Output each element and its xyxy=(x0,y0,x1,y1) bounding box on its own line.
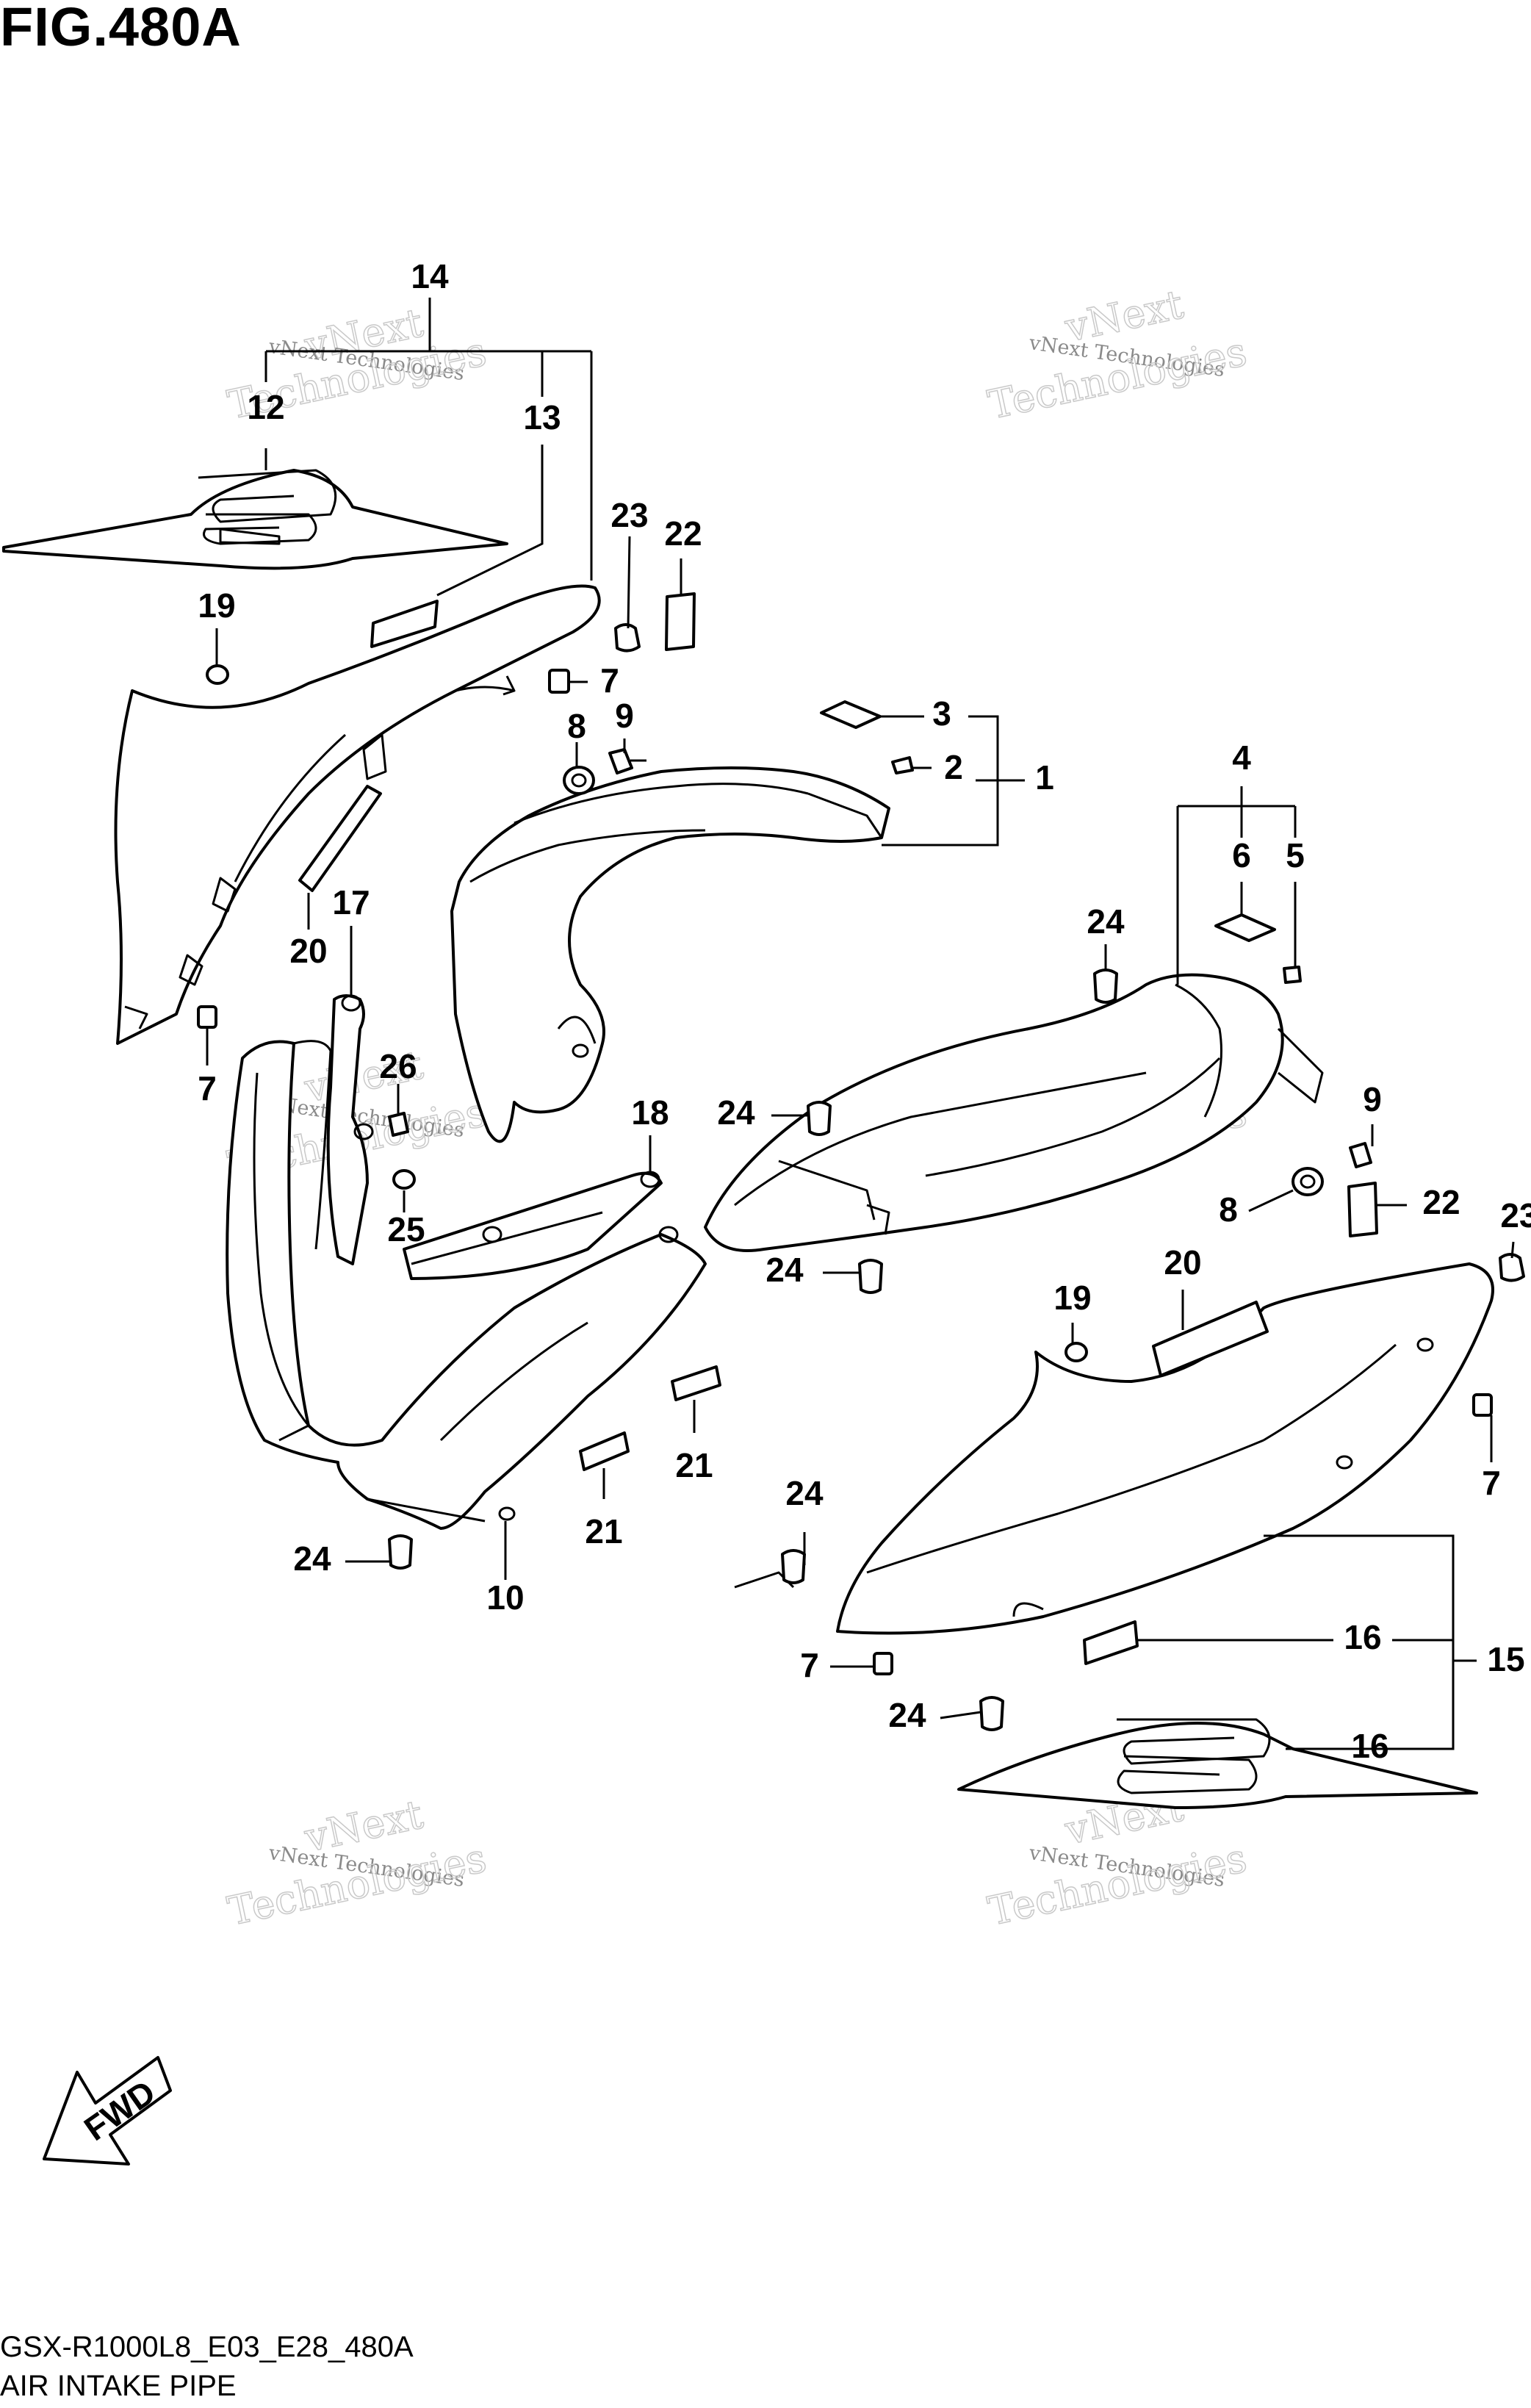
left-bracket xyxy=(326,994,374,1265)
callout-16: 16 xyxy=(1344,1618,1381,1656)
callout-10: 10 xyxy=(486,1578,524,1617)
callout-24-lower-left: 24 xyxy=(293,1539,331,1578)
callout-18: 18 xyxy=(631,1093,669,1132)
callouts: 14 12 13 23 22 19 7 8 9 3 2 1 4 6 5 17 2… xyxy=(198,257,1531,1765)
callout-23-upper: 23 xyxy=(610,496,648,534)
callout-20-upper: 20 xyxy=(289,932,327,970)
callout-6: 6 xyxy=(1232,836,1251,874)
callout-7-upper: 7 xyxy=(600,661,619,700)
callout-11: 14 xyxy=(411,257,449,295)
watermark-top-right: vNext vNext Technologies Technologies xyxy=(984,281,1251,429)
callout-24-right-upper: 24 xyxy=(1087,902,1125,941)
callout-19-upper: 19 xyxy=(198,586,235,625)
air-intake-pipe xyxy=(450,766,890,1143)
callout-25: 25 xyxy=(387,1210,425,1248)
watermark-bottom-left: vNext vNext Technologies Technologies xyxy=(223,1791,491,1936)
callout-3: 3 xyxy=(932,694,951,733)
callout-26: 26 xyxy=(379,1047,417,1085)
callout-24-mid: 24 xyxy=(717,1093,755,1132)
callout-24-bottom: 24 xyxy=(888,1696,926,1734)
callout-9-upper: 9 xyxy=(615,697,634,735)
callout-21-left: 21 xyxy=(585,1512,622,1550)
callout-1: 1 xyxy=(1035,758,1054,797)
left-inner-panel xyxy=(226,1040,707,1530)
emblem-upper-left xyxy=(2,469,508,570)
callout-17: 17 xyxy=(332,883,370,921)
right-lower-cowl xyxy=(734,1262,1494,1635)
callout-20-right: 20 xyxy=(1164,1243,1201,1282)
callout-15: 16 xyxy=(1351,1727,1388,1765)
callout-23-right: 23 xyxy=(1500,1196,1531,1234)
callout-9-right: 9 xyxy=(1363,1080,1382,1118)
leader-lines xyxy=(206,298,1515,1750)
callout-24-right-lower: 24 xyxy=(785,1474,824,1512)
callout-14: 15 xyxy=(1487,1640,1524,1678)
callout-22-right: 22 xyxy=(1422,1183,1460,1221)
figure-code: GSX-R1000L8_E03_E28_480A xyxy=(0,2331,414,2363)
watermark-line3: Technologies xyxy=(984,1835,1251,1935)
callout-5: 5 xyxy=(1286,836,1305,874)
callout-12: 12 xyxy=(247,388,284,426)
right-air-intake xyxy=(704,973,1324,1252)
figure-title: FIG.480A xyxy=(0,0,242,57)
emblem-lower-right xyxy=(957,1718,1478,1809)
callout-13: 13 xyxy=(523,398,561,436)
callout-2: 2 xyxy=(944,748,963,786)
callout-4: 4 xyxy=(1232,738,1251,777)
callout-8-right: 8 xyxy=(1219,1190,1238,1229)
upper-left-cowl xyxy=(114,584,601,1045)
callout-24-mid-lower: 24 xyxy=(766,1251,804,1289)
callout-7-left: 7 xyxy=(198,1069,217,1107)
fwd-arrow: FWD xyxy=(43,2056,172,2166)
callout-19-right: 19 xyxy=(1053,1279,1091,1317)
callout-21-right: 21 xyxy=(675,1446,713,1484)
small-parts xyxy=(197,592,1525,1731)
callout-7-right: 7 xyxy=(1482,1464,1501,1502)
callout-22-upper: 22 xyxy=(664,514,702,553)
callout-8-upper: 8 xyxy=(567,707,586,745)
callout-7-bottom: 7 xyxy=(800,1646,819,1684)
figure-name: AIR INTAKE PIPE xyxy=(0,2370,237,2402)
